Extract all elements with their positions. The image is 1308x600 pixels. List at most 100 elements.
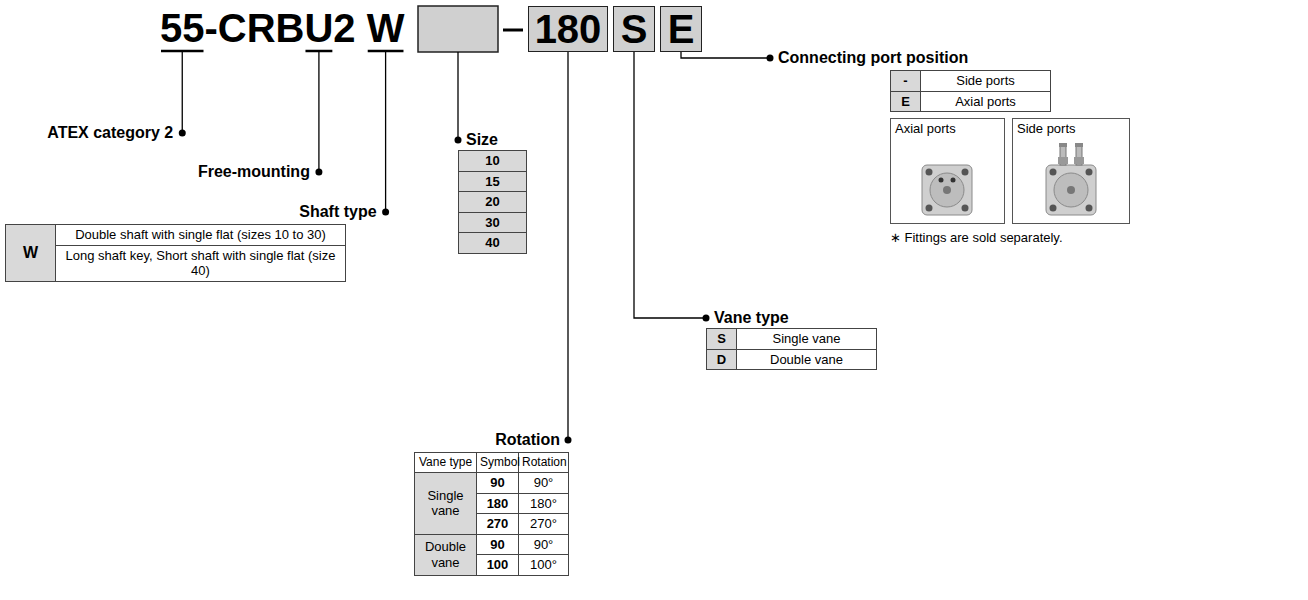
leader-dot: [767, 55, 774, 62]
cell-text: Symbol: [480, 455, 520, 469]
cell-text: Vane type: [419, 455, 472, 469]
frame-caption: Axial ports: [895, 121, 956, 136]
table-cell: 270: [477, 514, 519, 535]
image-frame: Axial ports: [890, 118, 1005, 224]
table-cell: 100: [477, 555, 519, 576]
cell-text: Side ports: [956, 73, 1015, 88]
table-cell: 100°: [519, 555, 569, 576]
cell-text: 90: [490, 475, 504, 490]
leader-line: [681, 52, 770, 58]
field-label: Rotation: [495, 431, 560, 449]
table-row: WDouble shaft with single flat (sizes 10…: [6, 225, 346, 246]
table-cell: Rotation: [519, 453, 569, 473]
cell-text: 90°: [534, 537, 554, 552]
cell-text: 180: [487, 496, 509, 511]
frame-caption: Side ports: [1017, 121, 1076, 136]
cell-text: 40: [485, 235, 499, 250]
side-ports-photo: [1046, 143, 1096, 215]
table-cell: W: [6, 225, 56, 282]
field-label: Free-mounting: [198, 163, 310, 181]
table-cell: 90°: [519, 473, 569, 494]
field-label: Size: [466, 131, 498, 149]
axial-ports-photo: [922, 165, 972, 215]
cell-text: -: [903, 73, 907, 88]
cell-text: Axial ports: [955, 94, 1016, 109]
table-cell: Single vane: [415, 473, 477, 535]
table-cell: 180°: [519, 493, 569, 514]
code-box: 180: [528, 6, 608, 52]
cell-text: S: [717, 331, 726, 346]
cell-text: 180°: [530, 496, 557, 511]
table-cell: 20: [459, 192, 527, 213]
table-cell: 180: [477, 493, 519, 514]
vane-type-table: S Single vaneD Double vane: [706, 328, 877, 370]
table-row: Long shaft key, Short shaft with single …: [6, 245, 346, 281]
table-cell: Double vane: [737, 349, 877, 370]
cell-text: 100°: [530, 557, 557, 572]
table-row: Single vane9090°: [415, 473, 569, 494]
cell-text: Rotation: [522, 455, 567, 469]
table-cell: D: [707, 349, 737, 370]
cell-text: Long shaft key, Short shaft with single …: [65, 248, 335, 279]
leader-dot: [455, 137, 462, 144]
cell-text: 90: [490, 537, 504, 552]
leader-dot: [565, 437, 572, 444]
image-frame: Side ports: [1012, 118, 1130, 224]
cell-text: 90°: [534, 475, 554, 490]
cell-text: Single vane: [773, 331, 841, 346]
cell-text: 30: [485, 215, 499, 230]
field-label: ATEX category 2: [47, 124, 173, 142]
cell-text: Single vane: [427, 488, 463, 519]
code-box: S: [613, 6, 655, 52]
cell-text: Double shaft with single flat (sizes 10 …: [75, 227, 326, 242]
cell-text: 10: [485, 153, 499, 168]
table-cell: S: [707, 329, 737, 350]
leader-line: [318, 51, 319, 172]
table-row: S Single vane: [707, 329, 877, 350]
table-cell: 40: [459, 233, 527, 254]
table-cell: 90°: [519, 534, 569, 555]
shaft-type-table: W Double shaft with single flat (sizes 10…: [5, 224, 346, 282]
leader-line: [385, 51, 386, 212]
table-row: Double vane9090°: [415, 534, 569, 555]
table-row: - Side ports: [891, 71, 1051, 92]
cell-text: 15: [485, 174, 499, 189]
part-number: 55-CRBU2 W: [160, 5, 404, 51]
hyphen-dash: [503, 29, 523, 32]
cell-text: 270: [487, 516, 509, 531]
table-cell: -: [891, 71, 921, 92]
code-symbol: E: [668, 9, 695, 49]
cell-text: Double vane: [770, 352, 843, 367]
field-label: Vane type: [714, 309, 789, 327]
table-row: 10: [459, 151, 527, 172]
field-label: Connecting port position: [778, 49, 968, 67]
table-cell: 90: [477, 534, 519, 555]
size-table: 10 15 20 30 40: [458, 150, 527, 254]
code-symbol: S: [621, 9, 648, 49]
table-row: 40: [459, 233, 527, 254]
table-cell: 30: [459, 212, 527, 233]
cell-text: D: [717, 352, 726, 367]
leader-line: [634, 52, 706, 318]
table-cell: 90: [477, 473, 519, 494]
table-cell: Side ports: [921, 71, 1051, 92]
leader-line: [567, 52, 568, 440]
table-cell: Double vane: [415, 534, 477, 575]
cell-text: Double vane: [425, 539, 466, 570]
table-row: D Double vane: [707, 349, 877, 370]
leader-dot: [315, 169, 322, 176]
cell-text: 100: [487, 557, 509, 572]
table-row: 15: [459, 171, 527, 192]
table-cell: E: [891, 91, 921, 112]
table-cell: 270°: [519, 514, 569, 535]
leader-line: [457, 52, 458, 140]
table-cell: Long shaft key, Short shaft with single …: [56, 245, 346, 281]
table-cell: Axial ports: [921, 91, 1051, 112]
cell-text: 20: [485, 194, 499, 209]
table-cell: Double shaft with single flat (sizes 10 …: [56, 225, 346, 246]
table-cell: Single vane: [737, 329, 877, 350]
footnote: ∗ Fittings are sold separately.: [890, 231, 1063, 246]
code-box: E: [660, 6, 702, 52]
